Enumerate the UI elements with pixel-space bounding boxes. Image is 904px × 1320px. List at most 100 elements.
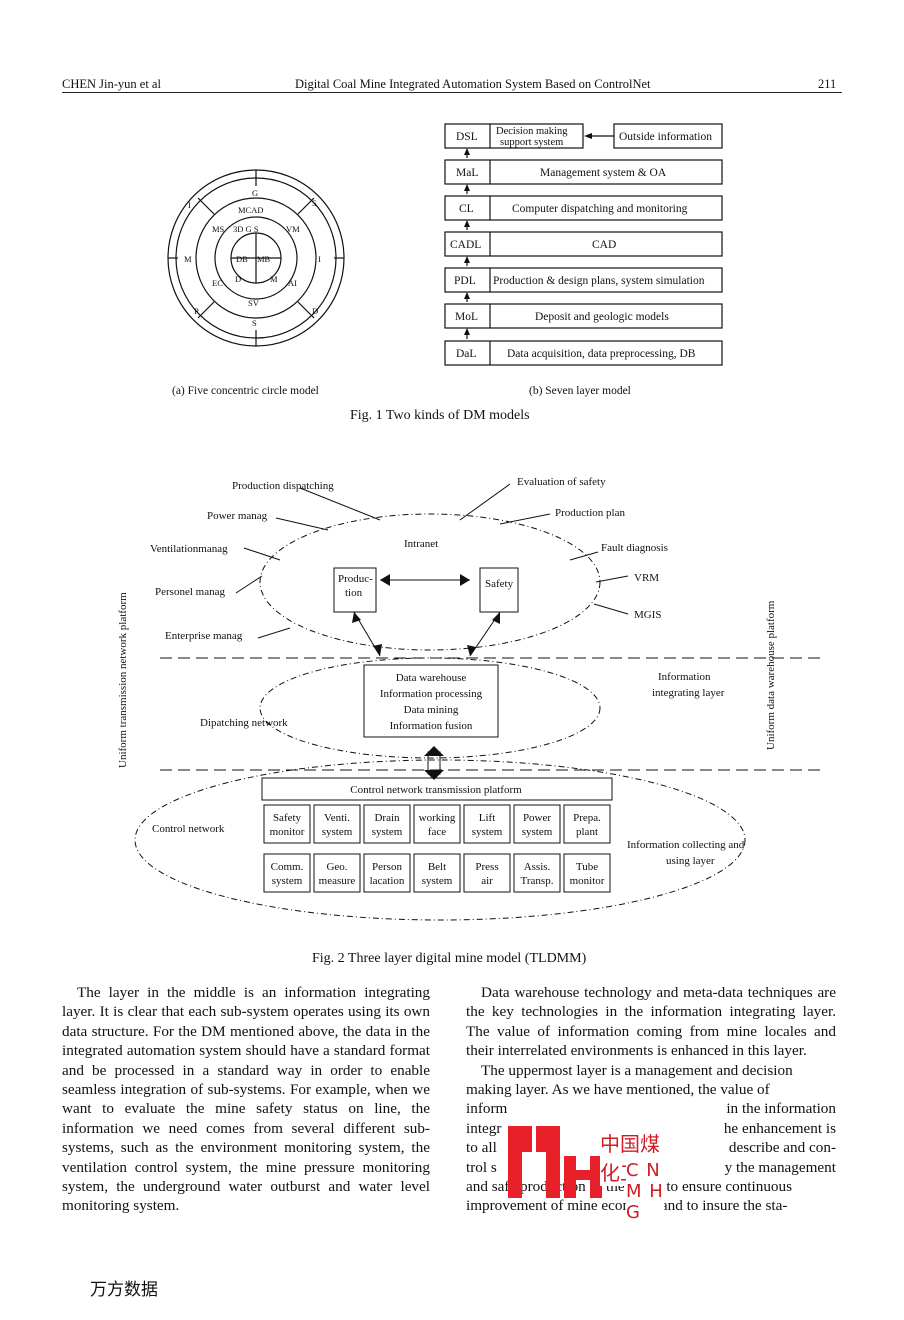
right-p2-line1: The uppermost layer is a management and … bbox=[481, 1061, 793, 1079]
row2-5-b: Transp. bbox=[521, 875, 554, 887]
row2-0-b: system bbox=[272, 875, 303, 887]
subsystem-grid bbox=[263, 804, 611, 893]
figure-1-caption: Fig. 1 Two kinds of DM models bbox=[350, 408, 530, 423]
right-p2-line3a: inform bbox=[466, 1100, 508, 1118]
footer-source: 万方数据 bbox=[90, 1280, 158, 1300]
page-number: 211 bbox=[818, 77, 837, 91]
row1-1-a: Venti. bbox=[324, 812, 350, 824]
production-line2: tion bbox=[345, 587, 363, 599]
warehouse-line2: Information processing bbox=[380, 688, 483, 700]
layer-code-dal: DaL bbox=[456, 348, 476, 360]
left-vertical-label: Uniform transmission network platform bbox=[117, 592, 129, 768]
row1-6-a: Prepa. bbox=[573, 812, 601, 824]
warehouse-line1: Data warehouse bbox=[396, 672, 467, 684]
watermark-mh-icon bbox=[508, 1126, 602, 1198]
integrating-line2: integrating layer bbox=[652, 687, 725, 699]
running-author: CHEN Jin-yun et al bbox=[62, 77, 161, 91]
right-p2-line2: making layer. As we have mentioned, the … bbox=[466, 1081, 770, 1099]
figure-2: Safety monitor Venti. system Drain syste… bbox=[117, 476, 820, 966]
row1-5-b: system bbox=[522, 826, 553, 838]
layer-code-mal: MaL bbox=[456, 167, 478, 179]
row1-2-b: system bbox=[372, 826, 403, 838]
layer-code-mol: MoL bbox=[455, 311, 478, 323]
layer-desc-cl: Computer dispatching and monitoring bbox=[512, 203, 688, 215]
row1-0-b: monitor bbox=[270, 826, 305, 838]
svg-text:MCAD: MCAD bbox=[238, 205, 264, 215]
layer-code-dsl: DSL bbox=[456, 131, 478, 143]
dispatching-network-label: Dipatching network bbox=[200, 717, 288, 729]
label-mgis: MGIS bbox=[634, 609, 662, 621]
left-column: The layer in the middle is an informatio… bbox=[62, 983, 430, 1216]
row1-6-b: plant bbox=[576, 826, 598, 838]
svg-text:EC: EC bbox=[212, 278, 223, 288]
row1-3-b: face bbox=[428, 826, 446, 838]
layer-desc-dal: Data acquisition, data preprocessing, DB bbox=[507, 348, 696, 360]
label-power-manag: Power manag bbox=[207, 510, 268, 522]
svg-text:3D G S: 3D G S bbox=[233, 224, 259, 234]
left-paragraph: The layer in the middle is an informatio… bbox=[62, 984, 430, 1215]
label-ventilation-manag: Ventilationmanag bbox=[150, 543, 228, 555]
label-production-dispatching: Production dispatching bbox=[232, 480, 334, 492]
label-personel-manag: Personel manag bbox=[155, 586, 225, 598]
right-column: Data warehouse technology and meta-data … bbox=[466, 983, 836, 1216]
production-box bbox=[333, 567, 377, 613]
watermark-logo: 中国煤化工 C N M H G bbox=[494, 1126, 664, 1223]
five-concentric-circle-model bbox=[167, 169, 345, 347]
subcaption-b: (b) Seven layer model bbox=[529, 385, 631, 397]
row2-3-a: Belt bbox=[428, 861, 446, 873]
row1-0-a: Safety bbox=[273, 812, 302, 824]
svg-text:VM: VM bbox=[286, 224, 300, 234]
row1-1-b: system bbox=[322, 826, 353, 838]
right-p2-line4a: integr bbox=[466, 1119, 502, 1137]
collecting-ellipse bbox=[134, 759, 746, 921]
right-vertical-label: Uniform data warehouse platform bbox=[765, 600, 777, 750]
running-title: Digital Coal Mine Integrated Automation … bbox=[295, 77, 651, 91]
svg-text:SV: SV bbox=[248, 298, 260, 308]
label-fault-diagnosis: Fault diagnosis bbox=[601, 542, 668, 554]
row2-2-b: lacation bbox=[370, 875, 405, 887]
watermark-en: C N M H G bbox=[626, 1160, 664, 1223]
layer-desc-cadl: CAD bbox=[592, 239, 616, 251]
dsl-desc-line2: support system bbox=[500, 137, 563, 148]
label-intranet: Intranet bbox=[404, 538, 438, 550]
safety-label: Safety bbox=[485, 578, 514, 590]
svg-text:I: I bbox=[318, 254, 321, 264]
header-rule bbox=[62, 92, 842, 93]
right-p2-line5a: to all bbox=[466, 1139, 497, 1157]
row2-4-a: Press bbox=[475, 861, 498, 873]
label-production-plan: Production plan bbox=[555, 507, 625, 519]
row2-6-b: monitor bbox=[570, 875, 605, 887]
label-vrm: VRM bbox=[634, 572, 659, 584]
control-network-label: Control network bbox=[152, 823, 225, 835]
row2-1-b: measure bbox=[319, 875, 356, 887]
integrating-ellipse bbox=[259, 657, 601, 759]
svg-text:I: I bbox=[188, 200, 191, 210]
right-p2-line6b: y the management bbox=[724, 1158, 836, 1176]
collecting-line2: using layer bbox=[666, 855, 715, 867]
row2-0-a: Comm. bbox=[271, 861, 304, 873]
circle-labels: G MCAD S I MS 3D G S VM M DB MB I EC D M… bbox=[184, 188, 321, 328]
layer-desc-mal: Management system & OA bbox=[540, 167, 667, 179]
right-p2-line6a: trol s bbox=[466, 1158, 497, 1176]
svg-text:G: G bbox=[252, 188, 258, 198]
figure-1: G MCAD S I MS 3D G S VM M DB MB I EC D M… bbox=[167, 123, 723, 423]
right-p2-line3b: in the information bbox=[726, 1100, 836, 1118]
row1-4-b: system bbox=[472, 826, 503, 838]
dsl-desc-line1: Decision making bbox=[496, 126, 568, 137]
layer-arrowheads bbox=[464, 133, 592, 335]
intranet-ellipse bbox=[259, 513, 601, 651]
svg-text:AI: AI bbox=[288, 278, 297, 288]
figure-2-caption: Fig. 2 Three layer digital mine model (T… bbox=[312, 951, 587, 966]
safety-box bbox=[479, 567, 519, 613]
row2-5-a: Assis. bbox=[524, 861, 551, 873]
collecting-line1: Information collecting and bbox=[627, 839, 745, 851]
svg-text:S: S bbox=[252, 318, 257, 328]
svg-text:DB: DB bbox=[236, 254, 248, 264]
platform-box bbox=[261, 777, 613, 801]
right-p2-line4b: he enhancement is bbox=[723, 1119, 836, 1137]
row1-5-a: Power bbox=[523, 812, 551, 824]
row2-4-b: air bbox=[481, 875, 493, 887]
seven-layer-model bbox=[444, 123, 723, 366]
svg-text:D: D bbox=[312, 306, 318, 316]
outside-information: Outside information bbox=[619, 131, 712, 143]
